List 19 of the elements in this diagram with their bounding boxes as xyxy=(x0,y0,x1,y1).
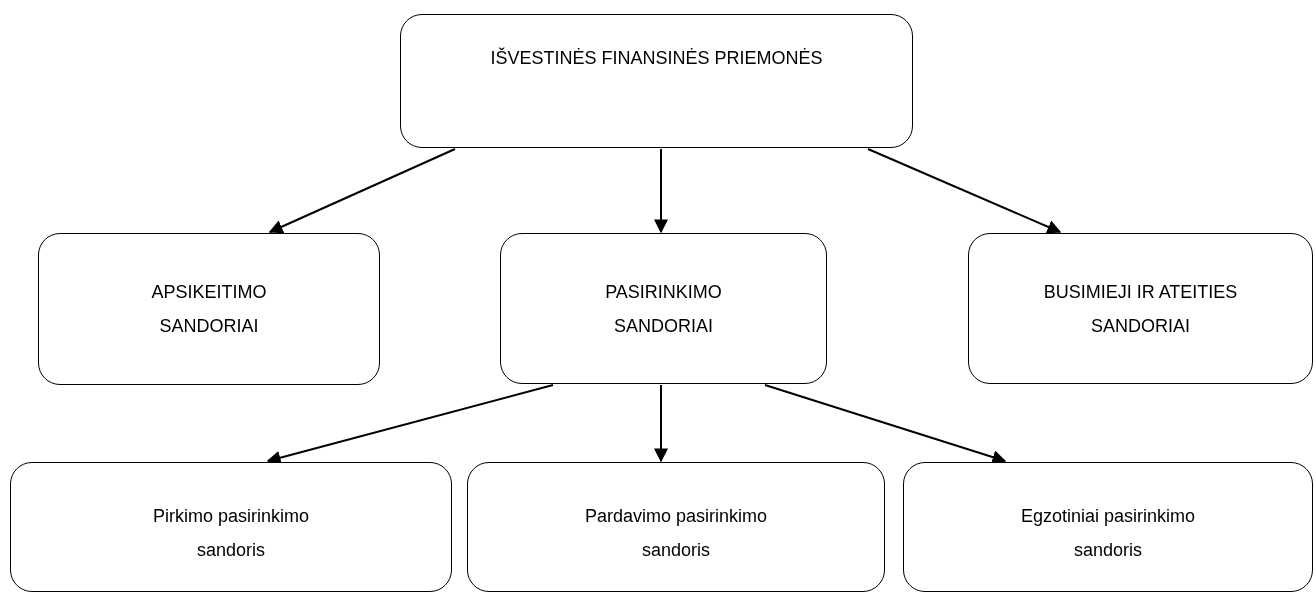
box-label: Egzotiniai pasirinkimo sandoris xyxy=(1019,505,1197,562)
rounded-box xyxy=(400,14,913,148)
box-label: Pirkimo pasirinkimo sandoris xyxy=(151,505,310,562)
box-label: Pardavimo pasirinkimo sandoris xyxy=(583,505,769,562)
box-label: PASIRINKIMO SANDORIAI xyxy=(604,280,723,338)
box-label: APSIKEITIMO SANDORIAI xyxy=(150,281,268,338)
rounded-box xyxy=(968,233,1313,384)
arrow xyxy=(867,148,1062,234)
arrow xyxy=(268,148,456,234)
rounded-box xyxy=(10,462,452,592)
arrow xyxy=(654,384,668,463)
box-label: IŠVESTINĖS FINANSINĖS PRIEMONĖS xyxy=(490,46,823,70)
rounded-box xyxy=(467,462,885,592)
arrow xyxy=(654,148,668,234)
rounded-box xyxy=(38,233,380,385)
rounded-box xyxy=(500,233,827,384)
arrow xyxy=(764,384,1007,464)
box-label: BUSIMIEJI IR ATEITIES SANDORIAI xyxy=(1042,280,1239,338)
rounded-box xyxy=(903,462,1313,592)
